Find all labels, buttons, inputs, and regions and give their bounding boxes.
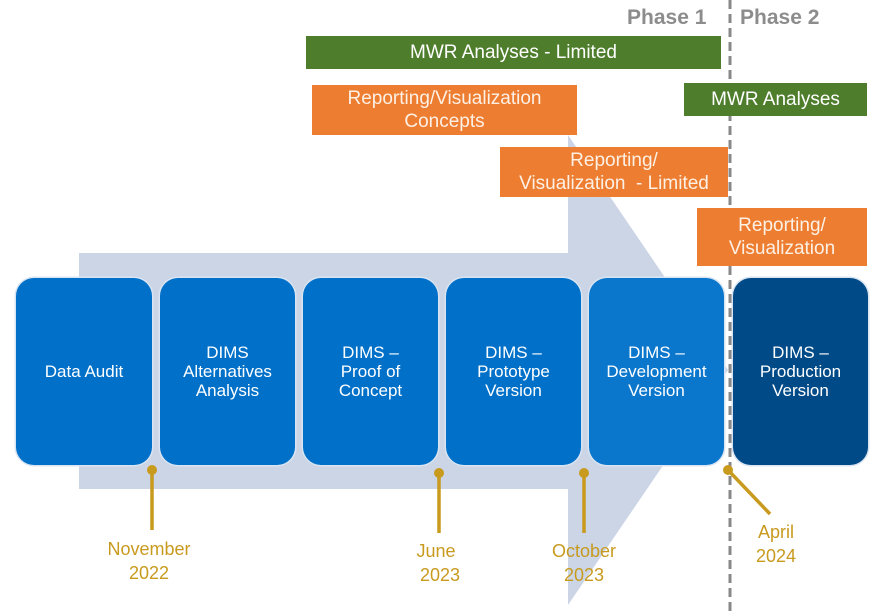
workstream-reporting-limited: Reporting/ Visualization - Limited — [500, 147, 728, 197]
milestone-year: 2023 — [419, 565, 461, 585]
workstream-label: MWR Analyses - Limited — [410, 42, 617, 63]
milestone-month: June — [416, 541, 456, 561]
workstream-label-line: Visualization — [728, 238, 836, 259]
stage-label-line: Analysis — [195, 381, 260, 400]
milestone-year: 2022 — [128, 563, 170, 583]
milestone-june-2023: June 2023 — [392, 539, 488, 587]
stage-label-line: Development — [606, 362, 707, 381]
stage-data-audit: Data Audit — [16, 278, 152, 465]
workstream-reporting-concepts: Reporting/Visualization Concepts — [312, 85, 577, 135]
stage-label-line: Concept — [338, 381, 403, 400]
milestone-year: 2023 — [563, 565, 605, 585]
stage-label-line: DIMS – — [772, 343, 829, 362]
stage-label-line: Proof of — [340, 362, 401, 381]
milestone-marker — [579, 468, 589, 533]
stage-label-line: DIMS – — [485, 343, 542, 362]
workstream-label-line: Reporting/Visualization — [347, 88, 542, 109]
workstream-label-line: Concepts — [404, 111, 485, 132]
milestone-month: November — [107, 539, 191, 559]
phase-1-label: Phase 1 — [627, 6, 707, 29]
stage-label-line: DIMS — [206, 343, 249, 362]
milestone-year: 2024 — [755, 546, 797, 566]
stage-label-line: Version — [485, 381, 542, 400]
stage-development-version: DIMS – Development Version — [589, 278, 724, 465]
stage-label-line: DIMS – — [342, 343, 399, 362]
milestone-april-2024: April 2024 — [736, 520, 816, 568]
stage-label-line: DIMS – — [628, 343, 685, 362]
workstream-label: MWR Analyses — [711, 89, 840, 110]
stage-label-line: Alternatives — [183, 362, 272, 381]
milestone-month: October — [551, 541, 617, 561]
stage-proof-of-concept: DIMS – Proof of Concept — [303, 278, 438, 465]
stage-label-line: Data Audit — [44, 362, 124, 381]
milestone-marker — [723, 465, 772, 516]
stage-label-line: Version — [628, 381, 685, 400]
milestone-marker — [434, 468, 444, 533]
stage-label-line: Version — [772, 381, 829, 400]
stage-label-line: Prototype — [477, 362, 550, 381]
workstream-mwr-analyses-limited: MWR Analyses - Limited — [306, 36, 721, 69]
stage-prototype-version: DIMS – Prototype Version — [446, 278, 581, 465]
workstream-label-line: Reporting/ — [738, 215, 826, 236]
workstream-label-line: Visualization - Limited — [519, 173, 709, 194]
stage-production-version: DIMS – Production Version — [733, 278, 868, 465]
workstream-reporting-visualization: Reporting/ Visualization — [697, 208, 867, 266]
workstream-label-line: Reporting/ — [570, 150, 658, 171]
milestone-november-2022: November 2022 — [92, 537, 206, 585]
milestone-month: April — [757, 522, 794, 542]
phase-2-label: Phase 2 — [740, 6, 820, 29]
stage-label-line: Production — [759, 362, 842, 381]
milestone-october-2023: October 2023 — [536, 539, 632, 587]
stage-alternatives-analysis: DIMS Alternatives Analysis — [160, 278, 295, 465]
workstream-mwr-analyses: MWR Analyses — [684, 83, 867, 116]
milestone-marker — [147, 465, 157, 530]
